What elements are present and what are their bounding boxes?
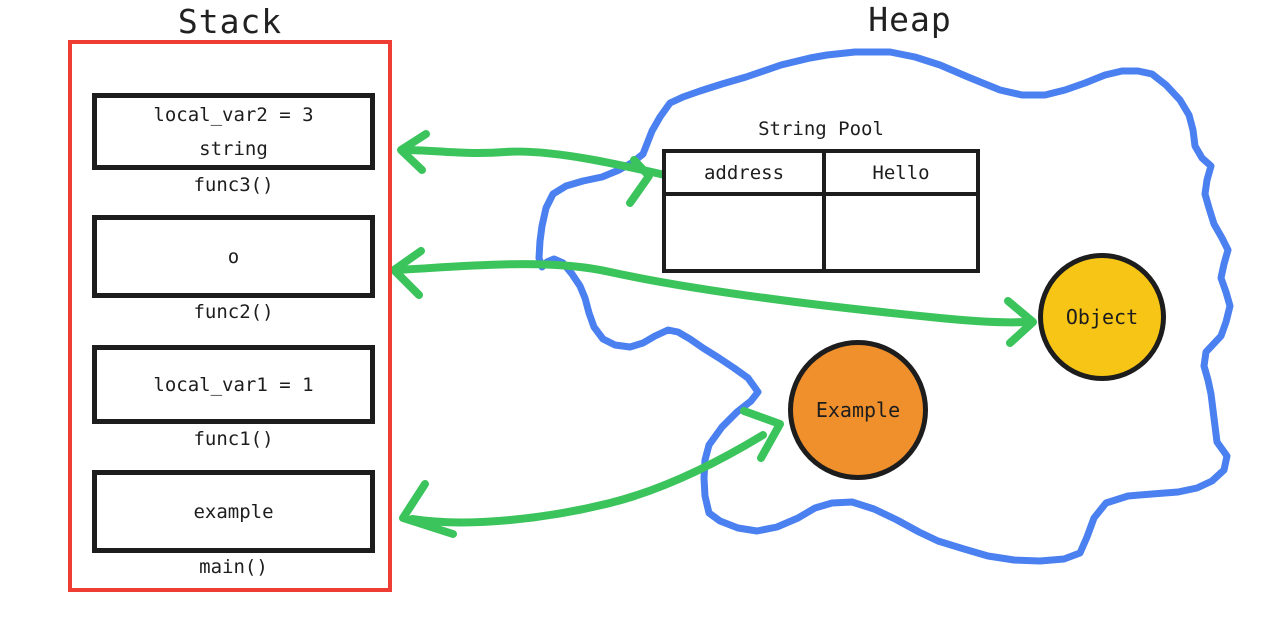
- string-pool-table: address Hello: [662, 149, 980, 273]
- stack-frame-func2: o: [92, 215, 375, 298]
- string-pool-cell-empty: [664, 194, 824, 271]
- stack-title: Stack: [177, 2, 283, 41]
- string-pool-cell-hello: Hello: [824, 151, 978, 194]
- heap-boundary-blob: [535, 48, 1234, 565]
- stack-frame-function-label: func3(): [193, 174, 274, 196]
- stack-frame-func3: local_var2 = 3 string: [92, 93, 375, 170]
- heap-title: Heap: [868, 0, 952, 39]
- stack-frame-function-label: main(): [199, 556, 268, 578]
- string-pool-cell-address: address: [664, 151, 824, 194]
- object-circle-label: Object: [1065, 305, 1139, 329]
- stack-frame-value: local_var2 = 3: [153, 103, 314, 126]
- stack-region: [68, 40, 392, 592]
- object-circle: Object: [1038, 253, 1166, 381]
- stack-frame-value: example: [193, 500, 274, 523]
- arrow-string-to-string-pool: [397, 130, 708, 207]
- stack-frame-value: local_var1 = 1: [153, 373, 314, 396]
- arrow-o-to-object: [390, 247, 1037, 347]
- example-circle-label: Example: [815, 398, 901, 422]
- stack-frame-main: example: [92, 470, 375, 553]
- stack-frame-func1: local_var1 = 1: [92, 345, 375, 424]
- stack-frame-function-label: func1(): [193, 428, 274, 450]
- example-circle: Example: [788, 340, 928, 480]
- string-pool-title: String Pool: [758, 118, 884, 140]
- stack-frame-value: string: [199, 137, 268, 160]
- string-pool-cell-empty: [824, 194, 978, 271]
- stack-frame-value: o: [227, 245, 240, 268]
- stack-frame-function-label: func2(): [193, 301, 274, 323]
- arrow-example-to-example-object: [399, 407, 784, 538]
